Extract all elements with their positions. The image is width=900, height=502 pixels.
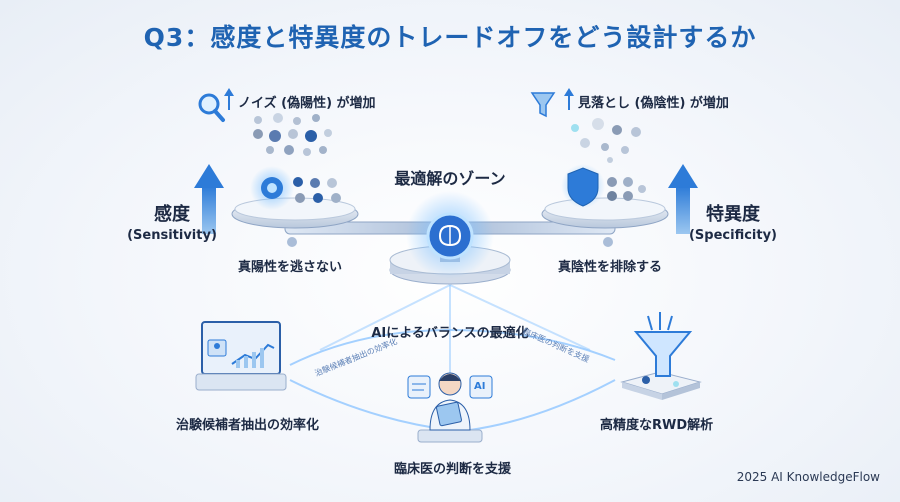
- sensitivity-en: (Sensitivity): [127, 228, 217, 243]
- flow-paths: [289, 284, 616, 431]
- noise-dots: [253, 113, 332, 156]
- miss-up-arrow-icon: [564, 88, 574, 110]
- bottom-left-label: 治験候補者抽出の効率化: [176, 418, 320, 433]
- sensitivity-label: 感度 (Sensitivity): [112, 200, 232, 243]
- right-pan: [541, 164, 669, 229]
- left-pan-label: 真陽性を逃さない: [238, 260, 343, 275]
- sensitivity-up-arrow: [194, 164, 224, 234]
- sensitivity-jp: 感度: [154, 204, 190, 225]
- miss-increase-note: 見落とし (偽陰性) が増加: [578, 96, 729, 111]
- chart-monitor-icon: [195, 321, 287, 391]
- specificity-up-arrow: [668, 164, 698, 234]
- left-pan: [231, 166, 359, 229]
- page-title: Q3：感度と特異度のトレードオフをどう設計するか: [143, 23, 757, 52]
- specificity-jp: 特異度: [706, 204, 760, 225]
- noise-up-arrow-icon: [224, 88, 234, 110]
- ai-balance-label: AIによるバランスの最適化: [371, 326, 529, 341]
- bottom-center-label: 臨床医の判断を支援: [394, 462, 512, 477]
- rwd-funnel-icon: [620, 312, 702, 400]
- magnifier-icon: [198, 93, 225, 122]
- optimal-zone-label: 最適解のゾーン: [394, 169, 506, 188]
- ai-badge: AI: [474, 381, 486, 392]
- funnel-icon: [530, 92, 556, 118]
- noise-increase-note: ノイズ (偽陽性) が増加: [238, 96, 376, 111]
- doctor-icon: [407, 372, 493, 443]
- footer-credit: 2025 AI KnowledgeFlow: [736, 470, 880, 484]
- missed-dots: [571, 118, 641, 163]
- right-pan-label: 真陰性を排除する: [558, 260, 663, 275]
- specificity-label: 特異度 (Specificity): [673, 200, 793, 243]
- specificity-en: (Specificity): [688, 228, 778, 243]
- ai-brain-icon: [406, 191, 494, 279]
- bottom-right-label: 高精度なRWD解析: [600, 418, 714, 433]
